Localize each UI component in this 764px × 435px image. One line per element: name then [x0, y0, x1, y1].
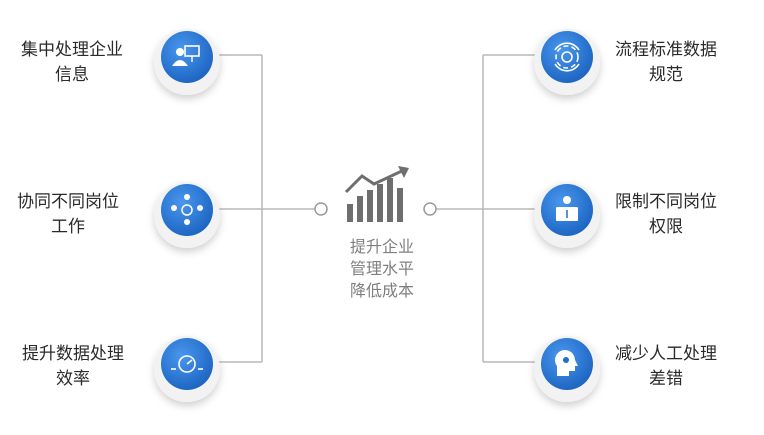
right-label-1-line-2: 权限: [649, 217, 683, 237]
presentation-user-icon: [172, 45, 200, 66]
brain-head-icon: [555, 350, 578, 376]
left-label-1: 协同不同岗位 工作: [0, 190, 138, 240]
center-label-line-1: 提升企业: [349, 237, 414, 256]
node-circle-efficiency: [154, 336, 220, 402]
left-label-1-line-1: 协同不同岗位: [17, 192, 119, 212]
right-connector-dot: [423, 202, 437, 216]
left-label-2-line-2: 效率: [56, 369, 90, 389]
gear-cycle-icon: [554, 42, 580, 72]
right-label-0-line-1: 流程标准数据: [615, 40, 717, 60]
right-label-0-line-2: 规范: [649, 65, 683, 85]
center-label: 提升企业 管理水平 降低成本: [320, 236, 444, 302]
right-label-1-line-1: 限制不同岗位: [615, 192, 717, 212]
node-circle-permission: [534, 182, 600, 248]
center-label-line-3: 降低成本: [349, 281, 414, 300]
node-circle-collaboration: [154, 182, 220, 248]
growth-bar-chart-icon: [344, 166, 409, 222]
access-box-icon: [556, 196, 578, 221]
right-label-2-line-2: 差错: [649, 369, 683, 389]
node-circle-centralized-info: [154, 29, 220, 95]
team-collaboration-icon: [171, 194, 203, 225]
left-label-0-line-1: 集中处理企业: [21, 40, 123, 60]
right-label-2: 减少人工处理 差错: [596, 342, 736, 392]
speed-gauge-icon: [171, 355, 203, 373]
left-label-1-line-2: 工作: [51, 217, 85, 237]
left-bracket-lines: [214, 54, 315, 363]
node-circle-process-standard: [534, 29, 600, 95]
right-label-0: 流程标准数据 规范: [596, 38, 736, 88]
right-label-1: 限制不同岗位 权限: [596, 190, 736, 240]
left-label-2: 提升数据处理 效率: [3, 342, 143, 392]
left-label-2-line-1: 提升数据处理: [22, 344, 124, 364]
right-bracket-lines: [436, 54, 550, 363]
node-circle-reduce-errors: [534, 336, 600, 402]
center-label-line-2: 管理水平: [349, 259, 414, 278]
left-connector-dot: [314, 202, 328, 216]
left-label-0-line-2: 信息: [55, 65, 89, 85]
left-label-0: 集中处理企业 信息: [2, 38, 142, 88]
right-label-2-line-1: 减少人工处理: [615, 344, 717, 364]
